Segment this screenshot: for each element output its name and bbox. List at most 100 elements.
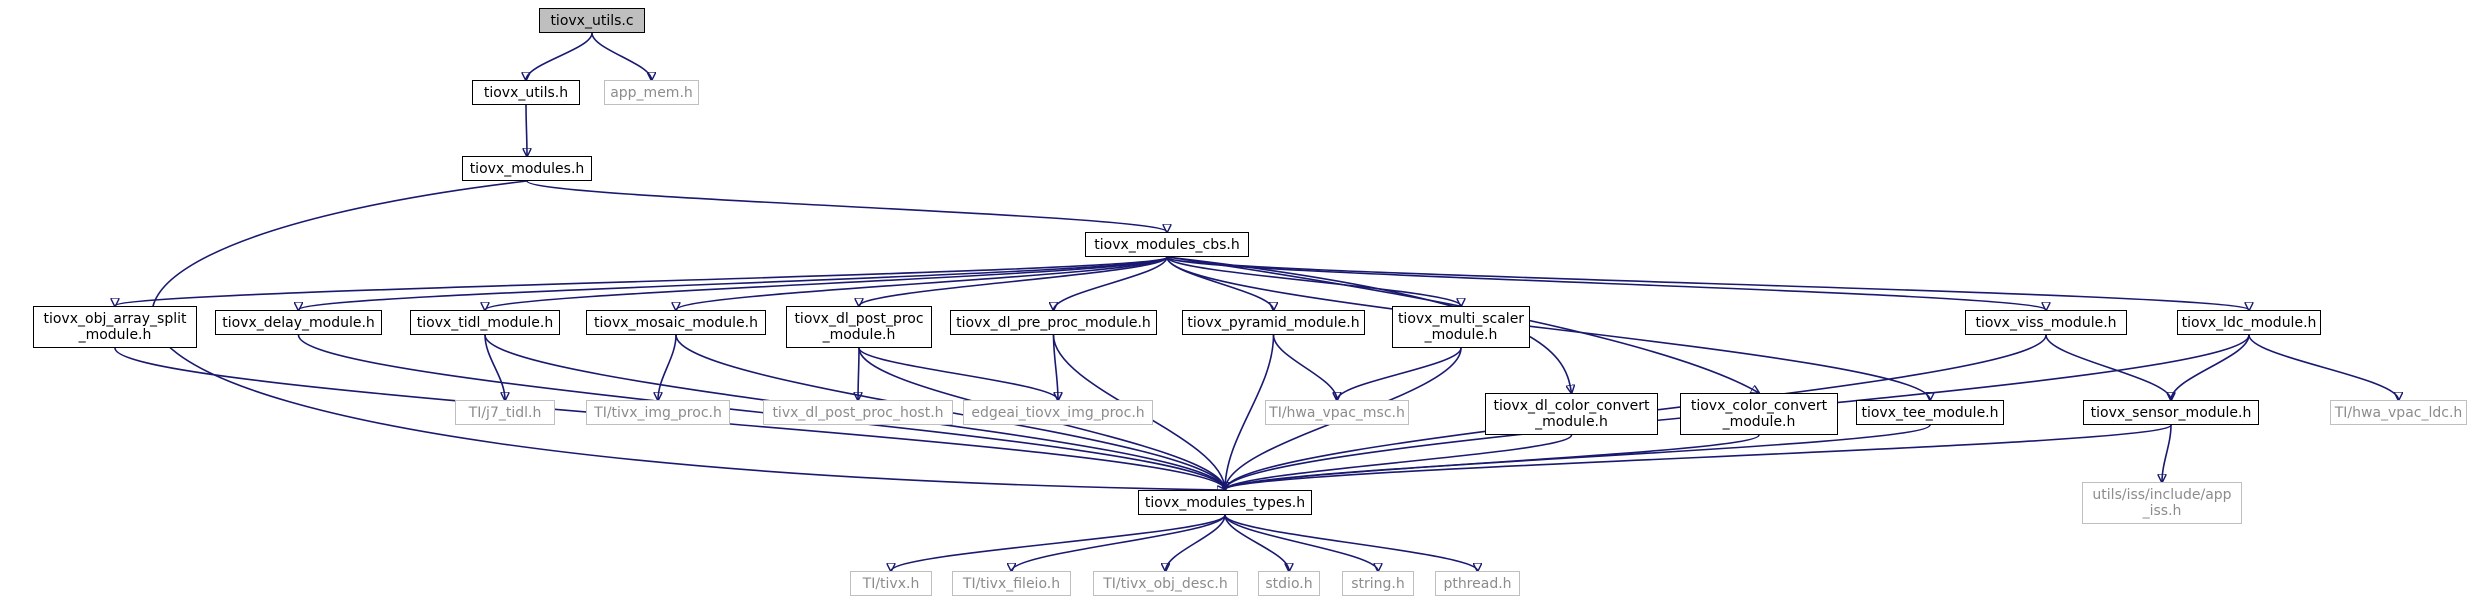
node-label-line: tiovx_dl_pre_proc_module.h	[956, 314, 1151, 331]
node-tiovx-dl-color-convert-module-h[interactable]: tiovx_dl_color_convert_module.h	[1485, 393, 1658, 435]
edge-tiovx-modules-cbs-h-to-tiovx-obj-array-split-module-h	[115, 256, 1168, 306]
edge-tiovx-multi-scaler-module-h-to-ti-hwa-vpac-msc-h	[1337, 347, 1462, 400]
edge-tiovx-modules-cbs-h-to-tiovx-delay-module-h	[299, 256, 1168, 310]
node-app-mem-h: app_mem.h	[604, 80, 699, 105]
node-label-line: tiovx_utils.c	[550, 12, 634, 29]
edge-tiovx-mosaic-module-h-to-ti-tivx-img-proc-h	[658, 334, 677, 400]
edge-tiovx-utils-c-to-tiovx-utils-h	[526, 32, 593, 80]
node-label-line: tiovx_modules_cbs.h	[1094, 236, 1240, 253]
edge-tiovx-modules-types-h-to-pthread-h	[1224, 514, 1478, 571]
edge-tiovx-modules-cbs-h-to-tiovx-dl-post-proc-module-h	[859, 256, 1168, 306]
edge-tiovx-pyramid-module-h-to-tiovx-modules-types-h	[1225, 334, 1275, 490]
node-label-line: tiovx_ldc_module.h	[2181, 314, 2317, 331]
node-label-line: _module.h	[1424, 327, 1498, 343]
node-tiovx-utils-c: tiovx_utils.c	[539, 8, 645, 33]
node-tiovx-delay-module-h[interactable]: tiovx_delay_module.h	[215, 310, 382, 335]
node-pthread-h: pthread.h	[1435, 571, 1520, 596]
node-label-line: stdio.h	[1265, 575, 1313, 592]
node-tiovx-tee-module-h[interactable]: tiovx_tee_module.h	[1856, 400, 2004, 425]
node-tiovx-tidl-module-h[interactable]: tiovx_tidl_module.h	[410, 310, 560, 335]
edge-tiovx-modules-types-h-to-ti-tivx-fileio-h	[1012, 514, 1226, 571]
node-label-line: TI/hwa_vpac_msc.h	[1269, 404, 1405, 421]
node-tiovx-color-convert-module-h[interactable]: tiovx_color_convert_module.h	[1680, 393, 1838, 435]
node-label-line: TI/j7_tidl.h	[468, 404, 542, 421]
node-label-line: tiovx_utils.h	[483, 84, 569, 101]
node-label-line: TI/tivx.h	[862, 575, 920, 592]
node-label-line: _iss.h	[2142, 503, 2182, 519]
node-label-line: _module.h	[1722, 414, 1796, 430]
node-label-line: edgeai_tiovx_img_proc.h	[971, 404, 1145, 421]
node-label-line: _module.h	[78, 327, 152, 343]
edge-tiovx-ldc-module-h-to-ti-hwa-vpac-ldc-h	[2248, 334, 2399, 400]
node-tiovx-dl-pre-proc-module-h[interactable]: tiovx_dl_pre_proc_module.h	[950, 310, 1157, 335]
edge-tiovx-viss-module-h-to-tiovx-sensor-module-h	[2045, 334, 2171, 400]
edge-tiovx-modules-cbs-h-to-tiovx-dl-pre-proc-module-h	[1054, 256, 1168, 310]
node-tiovx-ldc-module-h[interactable]: tiovx_ldc_module.h	[2177, 310, 2321, 335]
node-tiovx-utils-h[interactable]: tiovx_utils.h	[472, 80, 580, 105]
node-tiovx-viss-module-h[interactable]: tiovx_viss_module.h	[1965, 310, 2127, 335]
node-utils-iss-app-iss-h: utils/iss/include/app_iss.h	[2082, 482, 2242, 524]
node-label-line: _module.h	[822, 327, 896, 343]
node-ti-tivx-obj-desc-h: TI/tivx_obj_desc.h	[1093, 571, 1238, 596]
node-tiovx-obj-array-split-module-h[interactable]: tiovx_obj_array_split_module.h	[33, 306, 197, 348]
node-tiovx-sensor-module-h[interactable]: tiovx_sensor_module.h	[2083, 400, 2259, 425]
edge-tiovx-ldc-module-h-to-tiovx-sensor-module-h	[2171, 334, 2250, 400]
node-label-line: string.h	[1351, 575, 1405, 592]
edge-tiovx-modules-cbs-h-to-tiovx-viss-module-h	[1166, 256, 2046, 310]
edge-tiovx-modules-types-h-to-stdio-h	[1224, 514, 1289, 571]
edge-tiovx-modules-h-to-tiovx-modules-types-h	[151, 180, 1225, 490]
node-edgeai-tiovx-img-proc-h: edgeai_tiovx_img_proc.h	[963, 400, 1153, 425]
node-label-line: tiovx_dl_color_convert	[1493, 398, 1650, 414]
edge-tiovx-tidl-module-h-to-ti-j7-tidl-h	[484, 334, 505, 400]
node-label-line: tivx_dl_post_proc_host.h	[772, 404, 944, 421]
edge-tiovx-dl-post-proc-module-h-to-edgeai-tiovx-img-proc-h	[858, 347, 1058, 400]
node-string-h: string.h	[1342, 571, 1414, 596]
node-ti-tivx-h: TI/tivx.h	[850, 571, 932, 596]
edge-tiovx-sensor-module-h-to-utils-iss-app-iss-h	[2162, 424, 2172, 482]
node-tivx-dl-post-proc-host-h: tivx_dl_post_proc_host.h	[763, 400, 953, 425]
edge-tiovx-modules-types-h-to-string-h	[1224, 514, 1378, 571]
node-label-line: tiovx_viss_module.h	[1975, 314, 2117, 331]
node-label-line: tiovx_tee_module.h	[1861, 404, 1999, 421]
edge-tiovx-tee-module-h-to-tiovx-modules-types-h	[1225, 424, 1931, 490]
node-label-line: tiovx_color_convert	[1690, 398, 1828, 414]
node-tiovx-multi-scaler-module-h[interactable]: tiovx_multi_scaler_module.h	[1392, 306, 1530, 348]
node-label-line: tiovx_sensor_module.h	[2090, 404, 2252, 421]
node-label-line: tiovx_delay_module.h	[222, 314, 375, 331]
node-tiovx-modules-types-h[interactable]: tiovx_modules_types.h	[1138, 490, 1312, 515]
node-label-line: utils/iss/include/app	[2092, 487, 2232, 503]
node-label-line: tiovx_tidl_module.h	[416, 314, 554, 331]
edge-tiovx-delay-module-h-to-tiovx-modules-types-h	[297, 334, 1226, 490]
node-label-line: app_mem.h	[610, 84, 693, 101]
node-label-line: TI/tivx_fileio.h	[962, 575, 1061, 592]
node-label-line: tiovx_modules_types.h	[1144, 494, 1306, 511]
node-label-line: tiovx_modules.h	[469, 160, 585, 177]
node-label-line: TI/tivx_obj_desc.h	[1103, 575, 1228, 592]
node-tiovx-dl-post-proc-module-h[interactable]: tiovx_dl_post_proc_module.h	[786, 306, 932, 348]
node-ti-hwa-vpac-ldc-h: TI/hwa_vpac_ldc.h	[2330, 400, 2467, 425]
edge-tiovx-sensor-module-h-to-tiovx-modules-types-h	[1225, 424, 2172, 490]
node-stdio-h: stdio.h	[1258, 571, 1320, 596]
edge-tiovx-utils-h-to-tiovx-modules-h	[526, 104, 527, 156]
node-tiovx-modules-cbs-h[interactable]: tiovx_modules_cbs.h	[1085, 232, 1249, 257]
node-ti-j7-tidl-h: TI/j7_tidl.h	[455, 400, 555, 425]
edge-tiovx-modules-cbs-h-to-tiovx-tidl-module-h	[485, 256, 1168, 310]
edge-tiovx-utils-c-to-app-mem-h	[591, 32, 652, 80]
node-tiovx-pyramid-module-h[interactable]: tiovx_pyramid_module.h	[1182, 310, 1365, 335]
edge-tiovx-modules-types-h-to-ti-tivx-obj-desc-h	[1166, 514, 1226, 571]
edge-tiovx-dl-post-proc-module-h-to-tivx-dl-post-proc-host-h	[858, 347, 859, 400]
node-ti-tivx-fileio-h: TI/tivx_fileio.h	[952, 571, 1071, 596]
node-label-line: tiovx_obj_array_split	[43, 311, 187, 327]
node-label-line: tiovx_mosaic_module.h	[594, 314, 758, 331]
edge-tiovx-modules-cbs-h-to-tiovx-multi-scaler-module-h	[1166, 256, 1461, 306]
edge-tiovx-modules-h-to-tiovx-modules-cbs-h	[526, 180, 1167, 232]
edge-tiovx-modules-cbs-h-to-tiovx-ldc-module-h	[1166, 256, 2249, 310]
node-label-line: pthread.h	[1443, 575, 1512, 592]
edge-tiovx-dl-color-convert-module-h-to-tiovx-modules-types-h	[1225, 434, 1573, 490]
node-label-line: tiovx_multi_scaler	[1397, 311, 1525, 327]
node-label-line: TI/tivx_img_proc.h	[594, 404, 722, 421]
node-tiovx-mosaic-module-h[interactable]: tiovx_mosaic_module.h	[586, 310, 766, 335]
node-tiovx-modules-h[interactable]: tiovx_modules.h	[462, 156, 592, 181]
edge-tiovx-modules-cbs-h-to-tiovx-color-convert-module-h	[1166, 256, 1759, 393]
